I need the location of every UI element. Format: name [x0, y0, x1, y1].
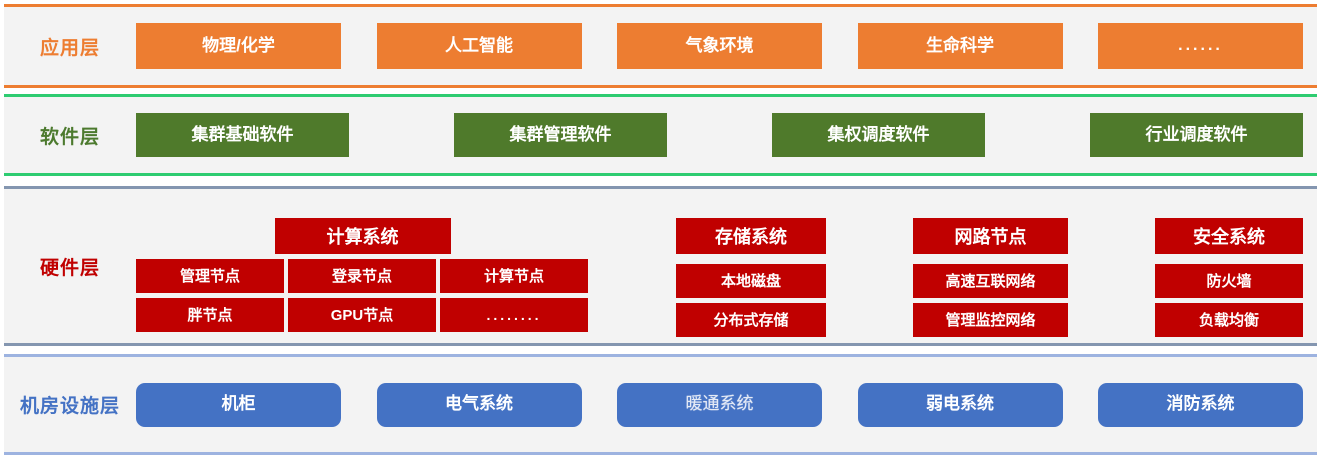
- hardware-node-distributed-storage[interactable]: 分布式存储: [676, 302, 826, 337]
- layer-facility: 机房设施层 机柜 电气系统 暖通系统 弱电系统 消防系统: [4, 354, 1317, 455]
- hardware-group-security-system: 安全系统 防火墙 负载均衡: [1155, 217, 1303, 337]
- layer-body-software: 集群基础软件 集群管理软件 集权调度软件 行业调度软件: [136, 97, 1317, 173]
- hardware-group-row: 计算系统 管理节点 登录节点 计算节点 胖节点 GPU节点 ........ 存…: [136, 196, 1317, 337]
- layer-body-application: 物理/化学 人工智能 气象环境 生命科学 ......: [136, 7, 1317, 85]
- hardware-node-local-disk[interactable]: 本地磁盘: [676, 263, 826, 298]
- software-node-industry-scheduling[interactable]: 行业调度软件: [1090, 113, 1303, 157]
- app-node-meteorology-environment[interactable]: 气象环境: [617, 23, 822, 69]
- hardware-node-high-speed-interconnect[interactable]: 高速互联网络: [913, 263, 1068, 298]
- app-node-physics-chemistry[interactable]: 物理/化学: [136, 23, 341, 69]
- layer-body-hardware: 计算系统 管理节点 登录节点 计算节点 胖节点 GPU节点 ........ 存…: [136, 189, 1317, 343]
- layer-label-software: 软件层: [39, 126, 100, 148]
- hardware-node-compute[interactable]: 计算节点: [440, 258, 588, 293]
- application-node-row: 物理/化学 人工智能 气象环境 生命科学 ......: [136, 23, 1317, 69]
- hardware-node-more-ellipsis[interactable]: ........: [440, 297, 588, 332]
- facility-node-row: 机柜 电气系统 暖通系统 弱电系统 消防系统: [136, 382, 1317, 427]
- app-node-artificial-intelligence[interactable]: 人工智能: [376, 23, 582, 69]
- hardware-node-firewall[interactable]: 防火墙: [1155, 263, 1303, 298]
- hardware-head-compute-system[interactable]: 计算系统: [274, 217, 451, 254]
- hardware-node-management-monitoring-network[interactable]: 管理监控网络: [913, 302, 1068, 337]
- hardware-head-storage-system[interactable]: 存储系统: [676, 217, 826, 254]
- facility-node-low-voltage-system[interactable]: 弱电系统: [857, 382, 1063, 427]
- software-node-cluster-management[interactable]: 集群管理软件: [454, 113, 667, 157]
- layer-software: 软件层 集群基础软件 集群管理软件 集权调度软件 行业调度软件: [4, 94, 1317, 176]
- facility-node-rack[interactable]: 机柜: [136, 382, 341, 427]
- hardware-node-login[interactable]: 登录节点: [288, 258, 436, 293]
- hardware-node-gpu[interactable]: GPU节点: [288, 297, 436, 332]
- layer-body-facility: 机柜 电气系统 暖通系统 弱电系统 消防系统: [136, 357, 1317, 452]
- hardware-group-storage-system: 存储系统 本地磁盘 分布式存储: [676, 217, 826, 337]
- hardware-node-management[interactable]: 管理节点: [136, 258, 284, 293]
- hardware-head-security-system[interactable]: 安全系统: [1155, 217, 1303, 254]
- app-node-more-ellipsis[interactable]: ......: [1098, 23, 1303, 69]
- software-node-centralized-scheduling[interactable]: 集权调度软件: [772, 113, 985, 157]
- software-node-cluster-base[interactable]: 集群基础软件: [136, 113, 349, 157]
- hardware-head-network-nodes[interactable]: 网路节点: [913, 217, 1068, 254]
- facility-node-hvac-system[interactable]: 暖通系统: [617, 382, 822, 427]
- hardware-group-compute-system: 计算系统 管理节点 登录节点 计算节点 胖节点 GPU节点 ........: [136, 217, 589, 332]
- facility-node-fire-protection-system[interactable]: 消防系统: [1098, 382, 1303, 427]
- facility-node-electrical-system[interactable]: 电气系统: [376, 382, 582, 427]
- layer-label-hardware: 硬件层: [39, 257, 100, 279]
- layer-application: 应用层 物理/化学 人工智能 气象环境 生命科学 ......: [4, 4, 1317, 88]
- hardware-node-load-balancer[interactable]: 负载均衡: [1155, 302, 1303, 337]
- layer-hardware: 硬件层 计算系统 管理节点 登录节点 计算节点 胖节点 GPU节点 ......…: [4, 186, 1317, 346]
- hardware-node-fat[interactable]: 胖节点: [136, 297, 284, 332]
- layer-label-facility: 机房设施层: [19, 396, 120, 417]
- layer-label-application: 应用层: [39, 37, 100, 59]
- app-node-life-science[interactable]: 生命科学: [857, 23, 1063, 69]
- hardware-compute-node-grid: 管理节点 登录节点 计算节点 胖节点 GPU节点 ........: [136, 258, 589, 332]
- software-node-row: 集群基础软件 集群管理软件 集权调度软件 行业调度软件: [136, 113, 1317, 157]
- hardware-group-network-nodes: 网路节点 高速互联网络 管理监控网络: [913, 217, 1068, 337]
